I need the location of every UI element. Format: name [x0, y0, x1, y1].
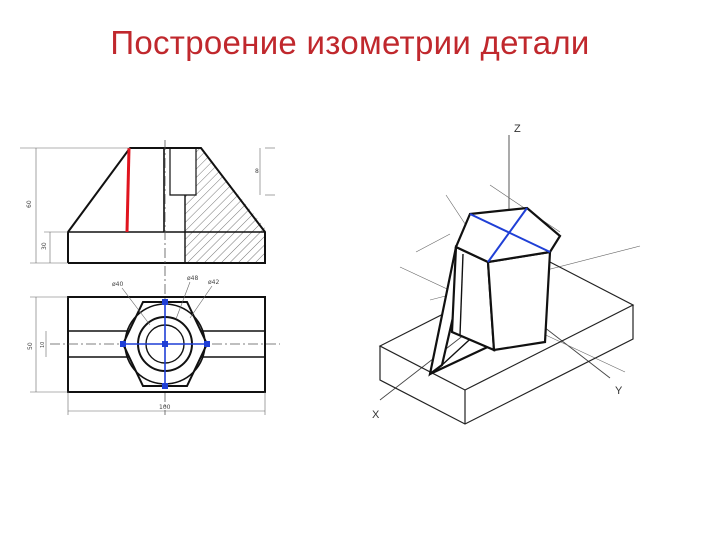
- top-outline: [67, 296, 266, 393]
- iso-construction-5: [415, 233, 451, 253]
- leader-2: [175, 281, 191, 320]
- axis-x-label: X: [372, 409, 380, 421]
- front-slot: [169, 148, 197, 196]
- dim-height-label: 60: [26, 200, 33, 208]
- construction-point-right: [204, 341, 210, 347]
- construction-point-center: [162, 341, 168, 347]
- dim-base-label: 30: [41, 242, 48, 250]
- rib-bottom-edge: [429, 343, 495, 375]
- section-hatch: [185, 148, 265, 263]
- leader-3: [189, 285, 213, 319]
- iso-construction-blue-2: [487, 207, 528, 263]
- callout-2-label: ø48: [187, 275, 198, 282]
- leader-1: [121, 287, 151, 326]
- slide-title: Построение изометрии детали: [110, 24, 590, 61]
- construction-point-top: [162, 299, 168, 305]
- axis-y-label: Y: [615, 385, 623, 397]
- dim-width-label: 100: [159, 404, 171, 411]
- dim-slot-label: 10: [40, 342, 46, 348]
- top-view: ø40 ø48 ø42 100 50 10: [27, 275, 280, 415]
- construction-point-left: [120, 341, 126, 347]
- highlighted-edge: [125, 147, 131, 233]
- dim-top-label: 8: [255, 168, 259, 175]
- front-view: 60 30 8: [20, 140, 275, 415]
- callout-3-label: ø42: [208, 279, 219, 286]
- construction-point-bottom: [162, 383, 168, 389]
- dim-depth-label: 50: [27, 342, 34, 350]
- prism-front-face: [486, 250, 552, 352]
- callout-1-label: ø40: [112, 281, 123, 288]
- isometric-view: Z Y X: [372, 123, 641, 425]
- prism-hidden-edge: [459, 253, 464, 336]
- axis-z-label: Z: [514, 123, 521, 135]
